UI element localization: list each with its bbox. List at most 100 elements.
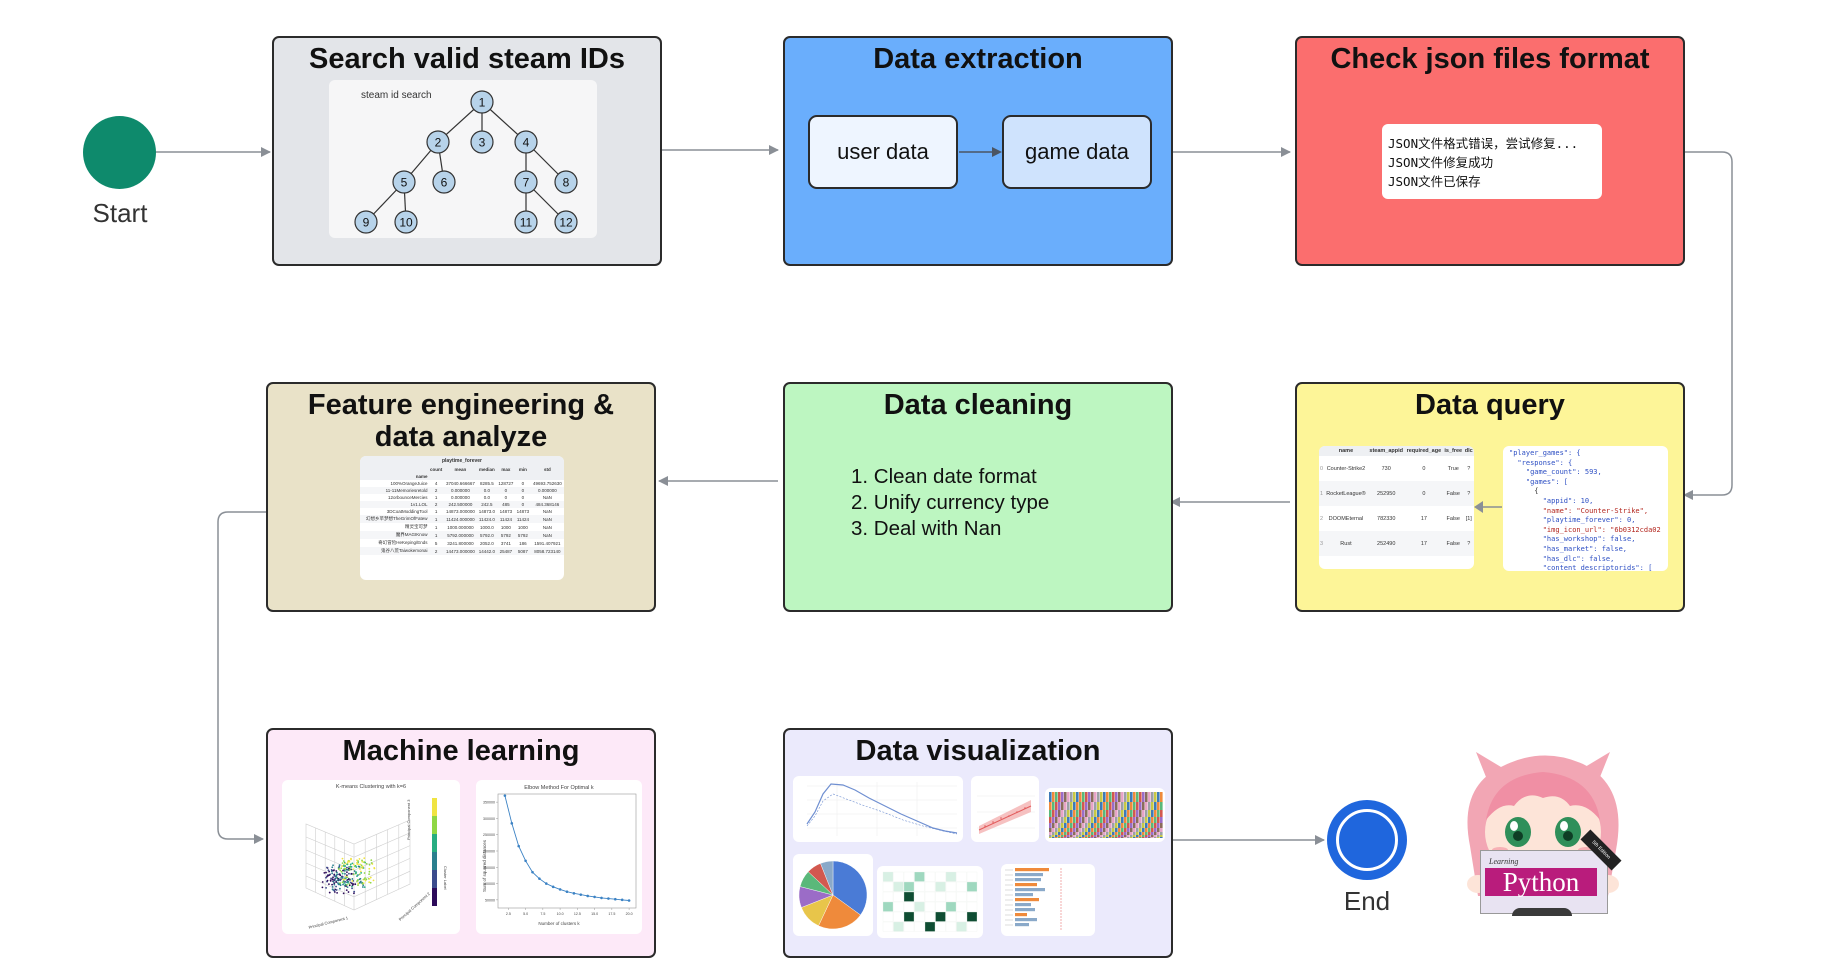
stack-segment [1124, 823, 1127, 828]
stack-segment [1133, 802, 1136, 810]
stack-segment [1115, 817, 1118, 823]
stack-segment [1148, 792, 1151, 802]
kmeans-point [331, 886, 334, 888]
stack-segment [1076, 835, 1079, 837]
kmeans-point [338, 865, 341, 868]
kmeans-point [339, 869, 342, 872]
stack-segment [1094, 828, 1097, 832]
stack-segment [1058, 828, 1061, 832]
heatmap-graphic [882, 871, 978, 932]
stack-segment [1094, 832, 1097, 835]
kmeans-point [341, 857, 344, 860]
stack-segment [1091, 817, 1094, 823]
elbow-point [545, 882, 548, 885]
kmeans-point [352, 868, 354, 871]
kmeans-point [365, 878, 368, 881]
heatmap-cell [924, 911, 936, 922]
y-tick-label: 250000 [483, 833, 495, 837]
stack-segment [1112, 837, 1115, 838]
elbow-point [593, 895, 596, 899]
table-cell: 1000 [517, 524, 528, 530]
stack-segment [1142, 832, 1145, 835]
elbow-point [579, 893, 583, 896]
stack-segment [1097, 837, 1100, 838]
table-cell: 2 [434, 548, 438, 554]
stack-segment [1088, 835, 1091, 837]
kmeans-point [345, 875, 347, 878]
kmeans-point [345, 885, 347, 888]
stack-segment [1157, 802, 1160, 810]
table-cell: False [1446, 490, 1460, 497]
stack-segment [1127, 823, 1130, 828]
kmeans-point [341, 862, 344, 865]
heatmap-cell [924, 901, 936, 912]
tree-node-label: 3 [479, 136, 486, 150]
stack-segment [1055, 835, 1058, 837]
elbow-point [614, 897, 617, 901]
stack-segment [1076, 810, 1079, 817]
stack-segment [1127, 792, 1130, 802]
stack-segment [1136, 792, 1139, 802]
x-axis-label: Number of clusters k [538, 921, 580, 926]
tree-node-label: 1 [479, 96, 486, 110]
kmeans-point [335, 885, 337, 888]
kmeans-point [339, 887, 341, 890]
table-header: steam_appid [1367, 446, 1405, 456]
stack-segment [1157, 837, 1160, 838]
stack-segment [1076, 792, 1079, 802]
hbar [1015, 918, 1037, 922]
stack-segment [1085, 835, 1088, 837]
hbar [1015, 908, 1035, 912]
kmeans-point [344, 872, 346, 875]
stack-segment [1130, 802, 1133, 810]
stack-segment [1082, 792, 1085, 802]
table-cell: ? [1467, 490, 1471, 497]
kmeans-point [363, 861, 365, 864]
kmeans-point [331, 878, 334, 881]
table-cell: 幻想乡萃梦想TheGrimOfFatew [365, 516, 428, 521]
kmeans-point [368, 870, 371, 873]
stack-segment [1124, 835, 1127, 837]
stack-segment [1160, 802, 1163, 810]
kmeans-point [356, 880, 358, 883]
stack-segment [1073, 828, 1076, 832]
kmeans-3d-plot: K-means Clustering with k=6 Principal Co… [282, 780, 460, 934]
kmeans-point [335, 875, 338, 877]
stack-segment [1049, 828, 1052, 832]
heatmap-cell [914, 871, 925, 882]
stack-segment [1139, 823, 1142, 828]
kmeans-point [325, 886, 328, 889]
kmeans-point [339, 882, 341, 884]
heatmap-cell [945, 921, 957, 932]
x-tick-label: 17.5 [608, 912, 615, 916]
table-header: is_free [1442, 446, 1464, 456]
elbow-point [620, 898, 624, 902]
kmeans-point [331, 883, 333, 886]
stack-segment [1091, 837, 1094, 838]
stack-segment [1061, 828, 1064, 832]
kmeans-point [337, 883, 340, 886]
table-cell: NaN [542, 495, 552, 500]
stack-segment [1100, 792, 1103, 802]
stack-segment [1091, 802, 1094, 810]
stack-segment [1133, 837, 1136, 838]
stack-segment [1103, 837, 1106, 838]
stack-segment [1109, 823, 1112, 828]
stack-segment [1097, 823, 1100, 828]
stack-segment [1088, 828, 1091, 832]
kmeans-point [342, 883, 344, 886]
heatmap-cell [893, 881, 904, 892]
hbar [1015, 893, 1033, 897]
heatmap-cell [945, 901, 957, 912]
stack-segment [1130, 837, 1133, 838]
stack-segment [1160, 832, 1163, 835]
table-cell: 14873 [499, 509, 513, 514]
kmeans-point [343, 882, 345, 884]
stack-segment [1067, 792, 1070, 802]
stack-segment [1118, 828, 1121, 832]
pie-slice [832, 860, 868, 916]
